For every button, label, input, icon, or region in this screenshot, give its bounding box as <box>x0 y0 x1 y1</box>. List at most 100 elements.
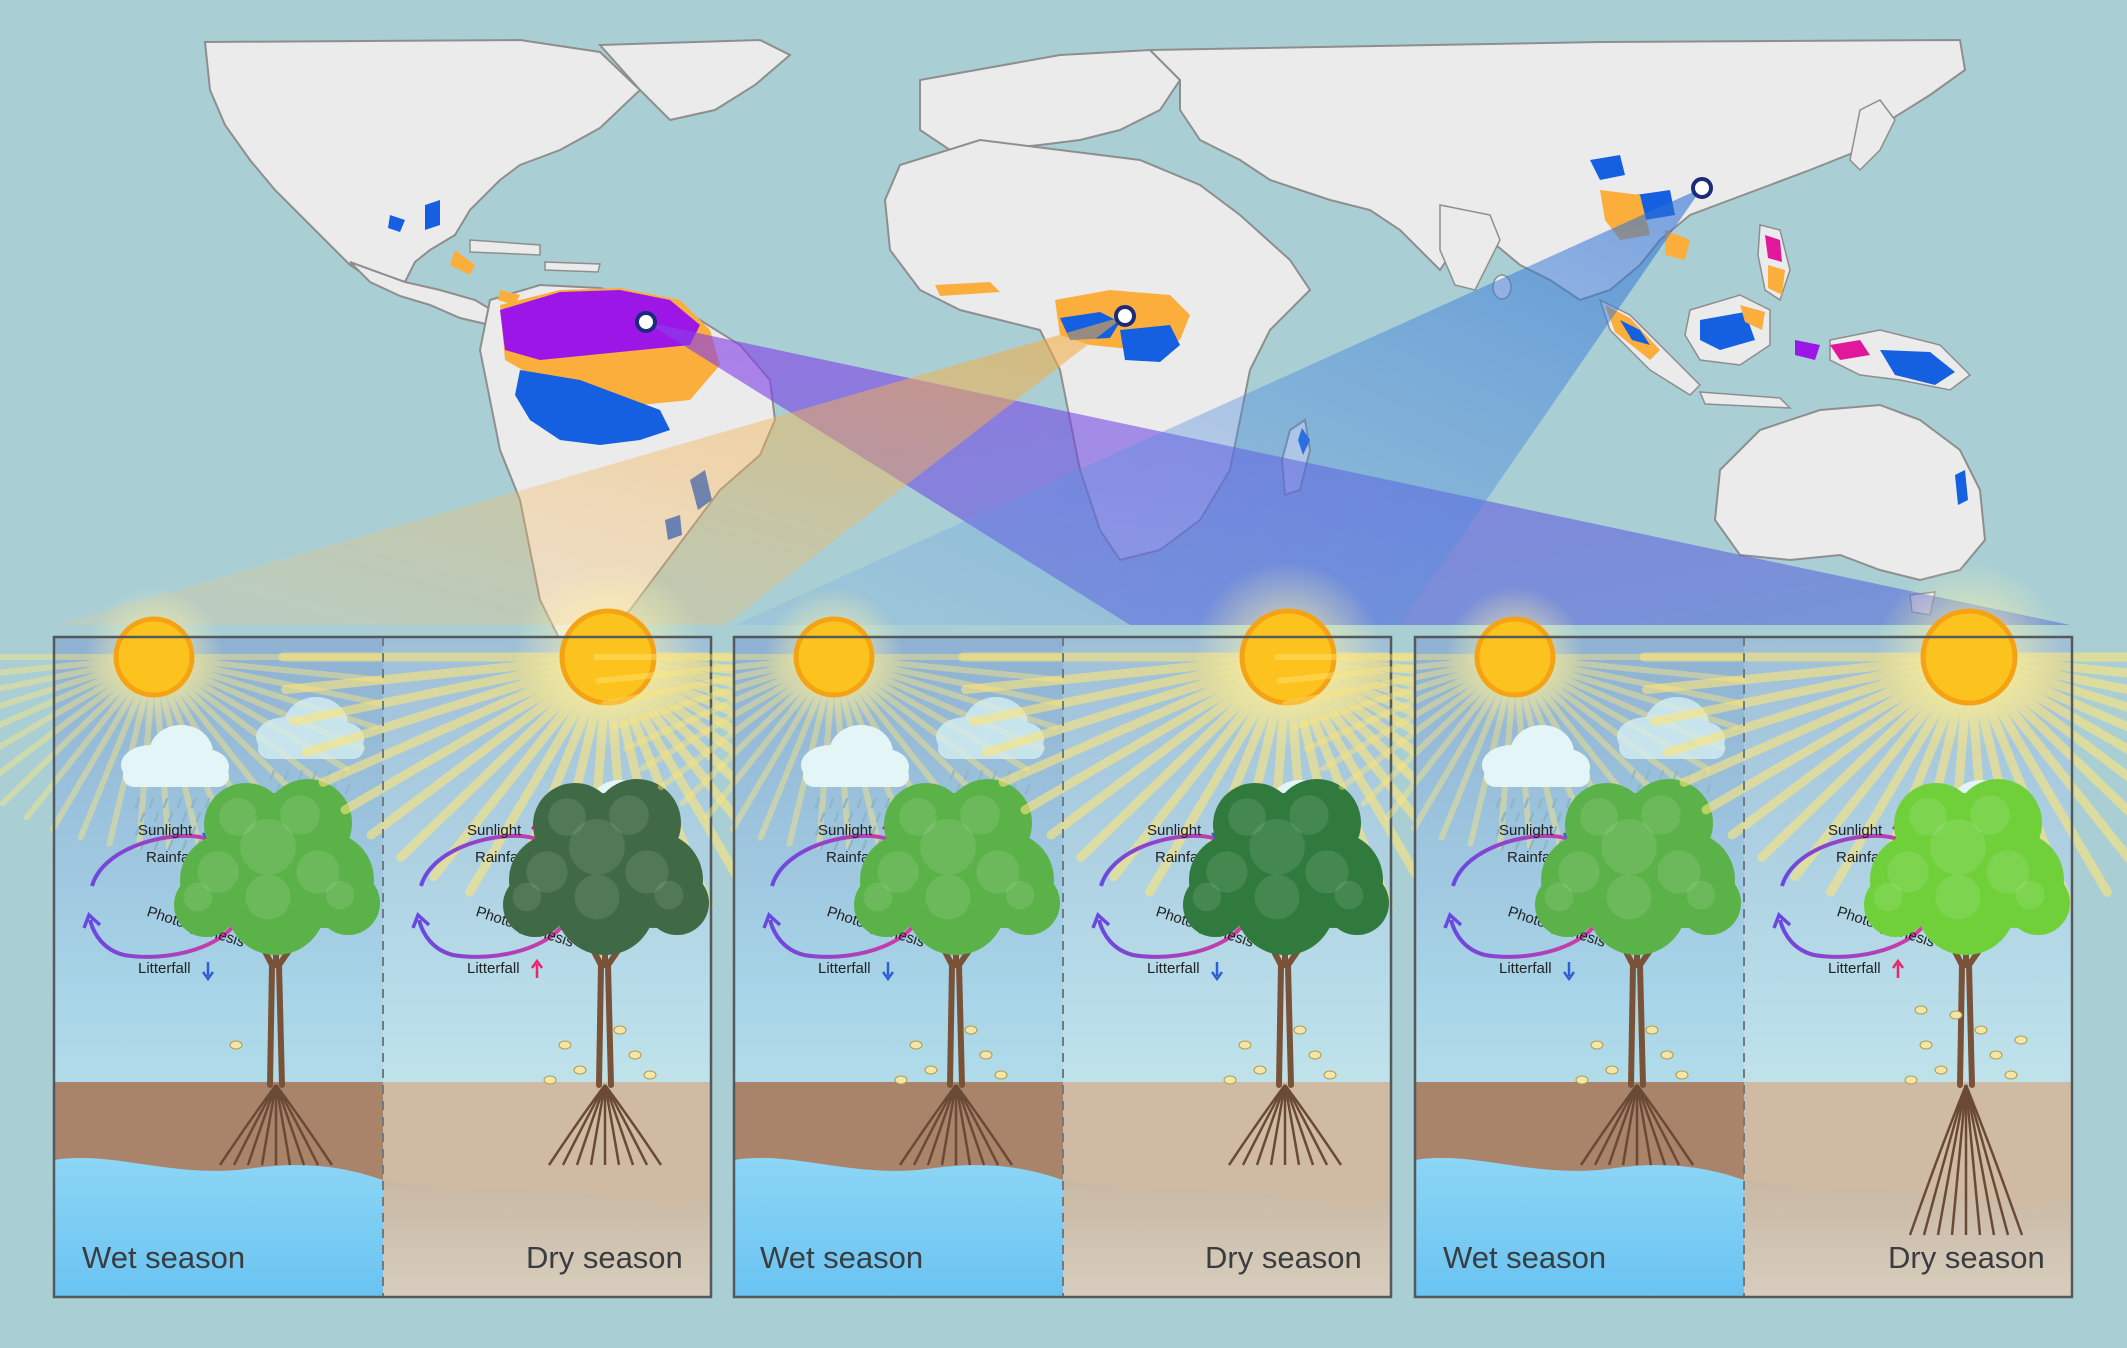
sun-icon <box>1239 608 1337 706</box>
japan-landmass <box>1849 99 1896 172</box>
tree-crown <box>174 779 380 955</box>
amazon-blue-zone <box>515 370 670 445</box>
cycle-label-sunlight: Sunlight <box>1499 822 1554 839</box>
indonesia-purple <box>1795 340 1820 360</box>
panel-2-wet-label: Wet season <box>760 1240 924 1275</box>
panel-1-wet-season: SunlightRainfallPhotosynthesisLitterfall <box>0 587 395 1297</box>
cycle-label-sunlight: Sunlight <box>138 822 193 839</box>
panel-1-dry-label: Dry season <box>526 1240 683 1275</box>
rain-cloud-icon <box>1482 725 1590 851</box>
congo-site-marker[interactable] <box>1114 305 1136 327</box>
down-arrow-icon <box>201 962 215 982</box>
cycle-label-litterfall: Litterfall <box>467 960 520 977</box>
groundwater <box>54 1157 383 1297</box>
sun-icon <box>1474 616 1556 698</box>
tree-icon <box>1535 779 1741 1166</box>
tree-roots <box>1227 1084 1343 1166</box>
cycle-label-sunlight: Sunlight <box>1147 822 1202 839</box>
deep-groundwater <box>1063 1180 1392 1297</box>
cycle-label-sunlight: Sunlight <box>1828 822 1883 839</box>
tree-roots <box>1579 1084 1695 1166</box>
tree-roots <box>547 1084 663 1166</box>
falling-leaves <box>1904 1005 2028 1085</box>
congo-blue-zone <box>1060 312 1180 362</box>
greenland-landmass <box>597 38 792 122</box>
north-america-landmass <box>203 38 642 283</box>
cycle-label-litterfall: Litterfall <box>818 960 871 977</box>
borneo-blue <box>1700 312 1755 350</box>
central-america-landmass <box>349 261 502 327</box>
cycle-label-rainfall: Rainfall <box>146 849 196 866</box>
philippines-mix <box>1765 235 1782 262</box>
deep-groundwater <box>383 1180 712 1297</box>
cycle-label-rainfall: Rainfall <box>1155 849 1205 866</box>
panel-border <box>1413 635 2074 1299</box>
java-landmass <box>1698 391 1792 409</box>
cycle-label-rainfall: Rainfall <box>475 849 525 866</box>
tree-roots <box>218 1084 334 1166</box>
amazon-site-marker[interactable] <box>635 311 657 333</box>
sun-icon <box>113 616 195 698</box>
central-america-orange <box>450 250 520 305</box>
down-arrow-icon <box>881 962 895 982</box>
panel-3-dry-season: SunlightRainfallPhotosynthesisLitterfall <box>1639 562 2127 1297</box>
sun-icon <box>1920 608 2018 706</box>
up-arrow-icon <box>530 958 544 978</box>
site-markers <box>635 177 1713 333</box>
cycle-label-rainfall: Rainfall <box>1836 849 1886 866</box>
seasonality-pixels <box>388 155 1968 540</box>
tree-icon <box>1183 779 1389 1166</box>
panel-2-dry-label: Dry season <box>1205 1240 1362 1275</box>
caribbean-islands <box>469 239 601 273</box>
tree-icon <box>854 779 1060 1166</box>
region-beams <box>55 188 2070 625</box>
new-guinea-magenta <box>1830 340 1870 360</box>
groundwater <box>734 1157 1063 1297</box>
sun-icon <box>559 608 657 706</box>
amazon-purple-zone <box>500 290 700 360</box>
cycle-label-litterfall: Litterfall <box>1828 960 1881 977</box>
falling-leaves <box>543 1025 657 1085</box>
australia-blue <box>1955 470 1968 505</box>
new-guinea-blue <box>1880 350 1955 385</box>
cycle-label-rainfall: Rainfall <box>1507 849 1557 866</box>
cycle-label-sunlight: Sunlight <box>467 822 522 839</box>
cycle-label-litterfall: Litterfall <box>1147 960 1200 977</box>
india-peninsula <box>1439 204 1501 291</box>
panel-border <box>732 635 1393 1299</box>
panel-1-wet-label: Wet season <box>82 1240 246 1275</box>
sumatra-blue <box>1620 320 1650 345</box>
panel-2-dry-season: SunlightRainfallPhotosynthesisLitterfall <box>958 562 1618 1297</box>
falling-leaves <box>894 1025 1008 1085</box>
falling-leaves <box>229 1040 243 1050</box>
panel-3-dry-label: Dry season <box>1888 1240 2045 1275</box>
tree-crown <box>854 779 1060 955</box>
tree-icon <box>503 779 709 1166</box>
australia-landmass <box>1713 403 1987 582</box>
africa-beam <box>55 316 1125 625</box>
philippines-orange <box>1768 265 1785 295</box>
tree-crown <box>1864 779 2070 955</box>
panel-3-wet-season: SunlightRainfallPhotosynthesisLitterfall <box>1274 587 1756 1297</box>
europe-landmass <box>919 48 1182 151</box>
deep-groundwater <box>1744 1180 2073 1297</box>
cycle-label-litterfall: Litterfall <box>1499 960 1552 977</box>
up-arrow-icon <box>1891 958 1905 978</box>
tree-crown <box>1183 779 1389 955</box>
falling-leaves <box>1223 1025 1337 1085</box>
season-panel-3: SunlightRainfallPhotosynthesisLitterfall… <box>1274 562 2127 1299</box>
season-panel-2: SunlightRainfallPhotosynthesisLitterfall… <box>593 562 1618 1299</box>
cycle-label-sunlight: Sunlight <box>818 822 873 839</box>
tree-crown <box>503 779 709 955</box>
asia-site-marker[interactable] <box>1691 177 1713 199</box>
groundwater <box>1415 1157 1744 1297</box>
indochina-blue <box>1590 155 1675 220</box>
southeast-asia-beam <box>735 188 1702 625</box>
down-arrow-icon <box>1210 962 1224 982</box>
falling-leaves <box>1575 1025 1689 1085</box>
rain-cloud-icon <box>801 725 909 851</box>
tree-icon <box>174 779 380 1166</box>
down-arrow-icon <box>1562 962 1576 982</box>
cycle-label-rainfall: Rainfall <box>826 849 876 866</box>
sun-icon <box>793 616 875 698</box>
